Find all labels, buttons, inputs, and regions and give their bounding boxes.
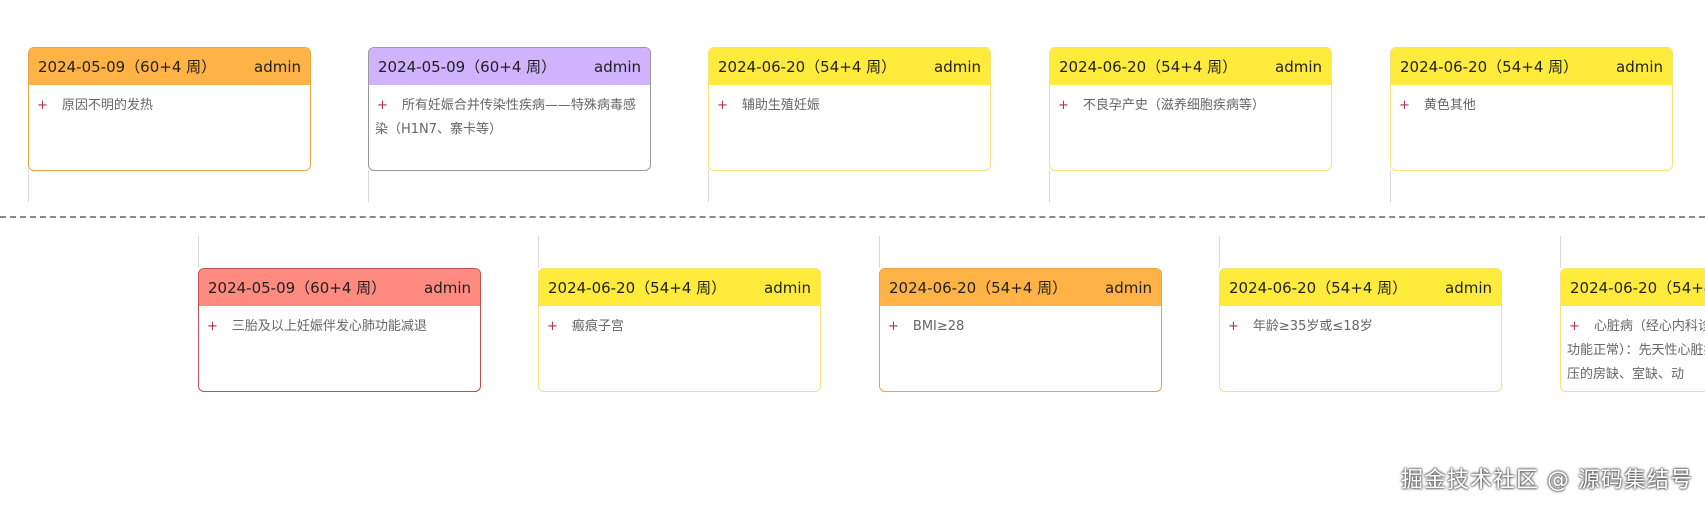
watermark: 掘金技术社区 @ 源码集结号 xyxy=(1401,468,1693,493)
risk-factor-text: 三胎及以上妊娠伴发心肺功能减退 xyxy=(231,319,427,334)
card-body: + 年龄≥35岁或≤18岁 xyxy=(1220,306,1501,339)
card-header: 2024-06-20（54+4 周） admin xyxy=(1050,48,1331,85)
timeline-card[interactable]: 2024-06-20（54+4 周） admin + 不良孕产史（滋养细胞疾病等） xyxy=(1049,47,1332,171)
risk-factor-text: 年龄≥35岁或≤18岁 xyxy=(1252,319,1373,334)
card-date: 2024-06-20（54+4 周） xyxy=(1400,58,1579,76)
card-body: + 原因不明的发热 xyxy=(29,85,310,118)
timeline-card[interactable]: 2024-06-20（54+4 周） admin + BMI≥28 xyxy=(879,268,1162,392)
card-date: 2024-06-20（54+4 周） xyxy=(548,279,727,297)
card-body: +所有妊娠合并传染性疾病——特殊病毒感染（H1N7、寨卡等） xyxy=(369,85,650,142)
timeline-card[interactable]: 2024-05-09（60+4 周） admin + 原因不明的发热 xyxy=(28,47,311,171)
add-icon[interactable]: + xyxy=(37,98,48,113)
risk-factor-text: 所有妊娠合并传染性疾病——特殊病毒感染（H1N7、寨卡等） xyxy=(375,98,636,137)
card-body: + 辅助生殖妊娠 xyxy=(709,85,990,118)
card-date: 2024-06-20（54+4 周） xyxy=(1059,58,1238,76)
card-header: 2024-06-20（54+4 周） admin xyxy=(1391,48,1672,85)
add-icon[interactable]: + xyxy=(888,319,899,334)
card-user: admin xyxy=(594,57,641,76)
card-user: admin xyxy=(1275,57,1322,76)
timeline-stem xyxy=(879,236,880,268)
timeline-card[interactable]: 2024-06-20（54+4 周） admin + 辅助生殖妊娠 xyxy=(708,47,991,171)
timeline-stem xyxy=(1049,170,1050,202)
card-user: admin xyxy=(764,278,811,297)
timeline-card[interactable]: 2024-06-20（54+4 周） admin + 黄色其他 xyxy=(1390,47,1673,171)
card-user: admin xyxy=(1616,57,1663,76)
timeline-stem xyxy=(1390,170,1391,202)
timeline-card[interactable]: 2024-06-20（54+4 周） admin +心脏病（经心内科诊治无需药物… xyxy=(1560,268,1705,392)
card-date: 2024-06-20（54+4 周） xyxy=(1229,279,1408,297)
card-date: 2024-06-20（54+4 周） xyxy=(889,279,1068,297)
timeline-card[interactable]: 2024-06-20（54+4 周） admin + 年龄≥35岁或≤18岁 xyxy=(1219,268,1502,392)
add-icon[interactable]: + xyxy=(547,319,558,334)
card-date: 2024-05-09（60+4 周） xyxy=(38,58,217,76)
card-body: + 不良孕产史（滋养细胞疾病等） xyxy=(1050,85,1331,118)
add-icon[interactable]: + xyxy=(1058,98,1069,113)
card-header: 2024-05-09（60+4 周） admin xyxy=(29,48,310,85)
timeline-stem xyxy=(28,170,29,202)
card-header: 2024-06-20（54+4 周） admin xyxy=(1561,269,1705,306)
add-icon[interactable]: + xyxy=(207,319,218,334)
timeline-stem xyxy=(1560,236,1561,268)
card-date: 2024-05-09（60+4 周） xyxy=(208,279,387,297)
card-user: admin xyxy=(934,57,981,76)
card-user: admin xyxy=(254,57,301,76)
card-body: + BMI≥28 xyxy=(880,306,1161,339)
card-body: + 黄色其他 xyxy=(1391,85,1672,118)
card-header: 2024-06-20（54+4 周） admin xyxy=(880,269,1161,306)
add-icon[interactable]: + xyxy=(1569,319,1580,334)
risk-factor-text: 心脏病（经心内科诊治无需药物治疗、心功能正常）：先天性心脏病（不伴有肺动脉高压的… xyxy=(1567,319,1705,382)
card-date: 2024-06-20（54+4 周） xyxy=(718,58,897,76)
card-body: + 三胎及以上妊娠伴发心肺功能减退 xyxy=(199,306,480,339)
card-header: 2024-05-09（60+4 周） admin xyxy=(369,48,650,85)
timeline-axis xyxy=(0,216,1705,218)
card-user: admin xyxy=(424,278,471,297)
timeline-stem xyxy=(708,170,709,202)
card-header: 2024-06-20（54+4 周） admin xyxy=(539,269,820,306)
timeline-card[interactable]: 2024-05-09（60+4 周） admin +所有妊娠合并传染性疾病——特… xyxy=(368,47,651,171)
add-icon[interactable]: + xyxy=(377,98,388,113)
card-header: 2024-06-20（54+4 周） admin xyxy=(709,48,990,85)
card-date: 2024-05-09（60+4 周） xyxy=(378,58,557,76)
card-user: admin xyxy=(1445,278,1492,297)
risk-factor-text: BMI≥28 xyxy=(912,319,965,334)
card-body: +心脏病（经心内科诊治无需药物治疗、心功能正常）：先天性心脏病（不伴有肺动脉高压… xyxy=(1561,306,1705,387)
timeline-stem xyxy=(538,236,539,268)
add-icon[interactable]: + xyxy=(1399,98,1410,113)
timeline-stem xyxy=(198,236,199,268)
timeline-stem xyxy=(368,170,369,202)
add-icon[interactable]: + xyxy=(1228,319,1239,334)
add-icon[interactable]: + xyxy=(717,98,728,113)
card-date: 2024-06-20（54+4 周） xyxy=(1570,279,1705,297)
risk-factor-text: 瘢痕子宫 xyxy=(571,319,624,334)
timeline-card[interactable]: 2024-05-09（60+4 周） admin + 三胎及以上妊娠伴发心肺功能减… xyxy=(198,268,481,392)
timeline-stem xyxy=(1219,236,1220,268)
card-header: 2024-05-09（60+4 周） admin xyxy=(199,269,480,306)
card-header: 2024-06-20（54+4 周） admin xyxy=(1220,269,1501,306)
risk-factor-text: 原因不明的发热 xyxy=(61,98,153,113)
card-body: + 瘢痕子宫 xyxy=(539,306,820,339)
risk-factor-text: 黄色其他 xyxy=(1423,98,1476,113)
timeline-card[interactable]: 2024-06-20（54+4 周） admin + 瘢痕子宫 xyxy=(538,268,821,392)
card-user: admin xyxy=(1105,278,1152,297)
risk-factor-text: 辅助生殖妊娠 xyxy=(741,98,820,113)
risk-factor-text: 不良孕产史（滋养细胞疾病等） xyxy=(1082,98,1265,113)
